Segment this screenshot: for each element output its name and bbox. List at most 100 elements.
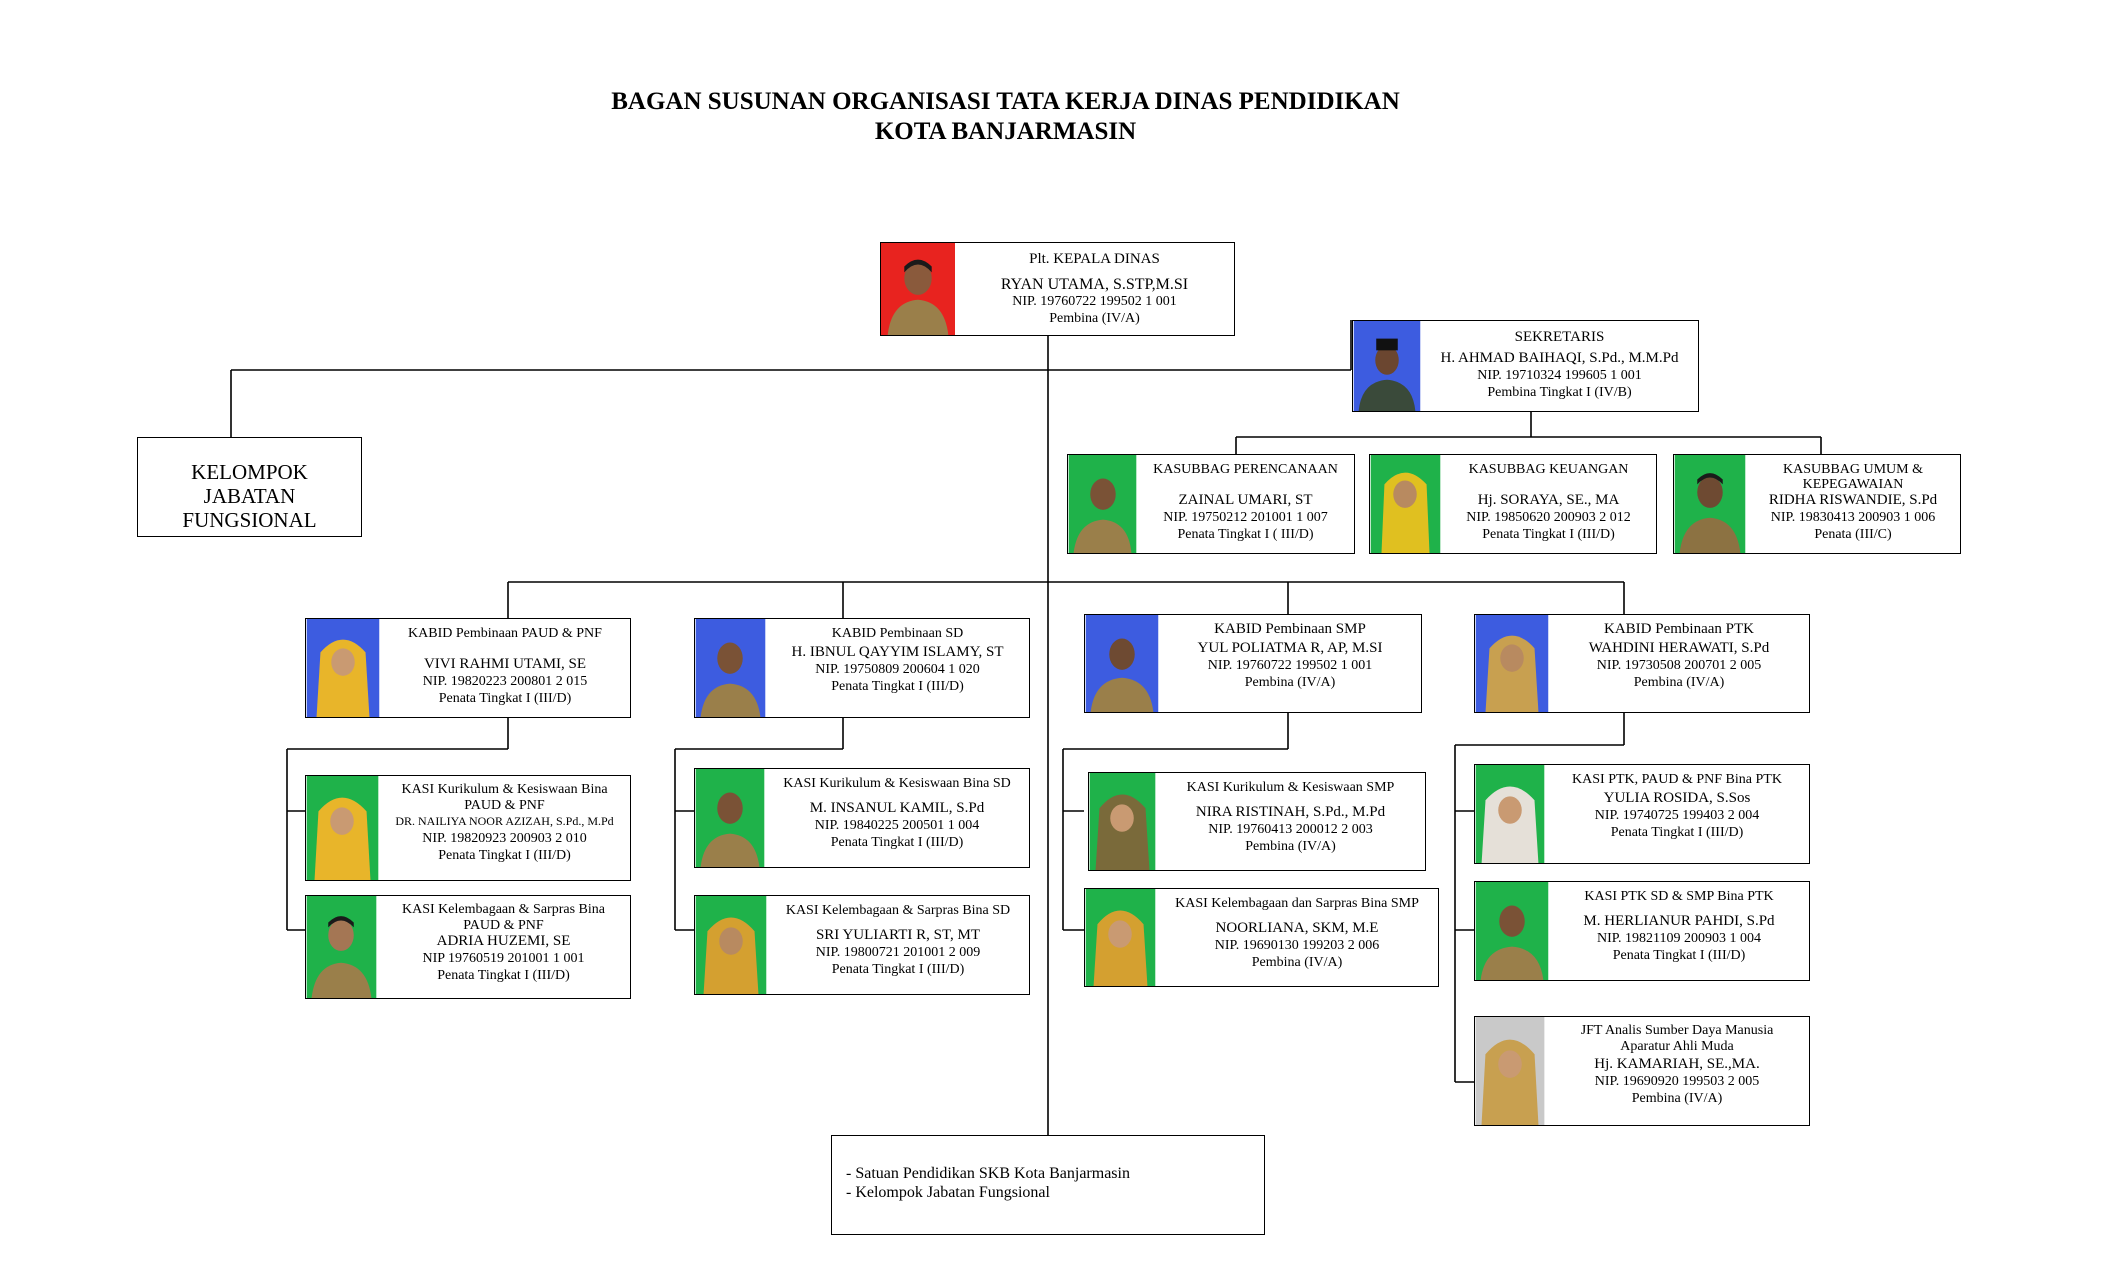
- person-name: VIVI RAHMI UTAMI, SE: [423, 656, 587, 672]
- position-title-2: PAUD & PNF: [464, 798, 545, 813]
- rank: Penata Tingkat I ( III/D): [1177, 527, 1314, 542]
- kepala-dinas-box: Plt. KEPALA DINAS RYAN UTAMA, S.STP,M.SI…: [880, 242, 1235, 336]
- person-name: SRI YULIARTI R, ST, MT: [815, 927, 981, 943]
- person-name: H. IBNUL QAYYIM ISLAMY, ST: [791, 644, 1004, 660]
- portrait-photo-icon: [1475, 1017, 1545, 1125]
- kasi-kurikulum-smp-box: KASI Kurikulum & Kesiswaan SMP NIRA RIST…: [1088, 772, 1426, 871]
- rank: Penata Tingkat I (III/D): [831, 962, 965, 977]
- position-title-2: KEPEGAWAIAN: [1802, 477, 1904, 492]
- rank: Pembina (IV/A): [1244, 675, 1336, 690]
- person-name: H. AHMAD BAIHAQI, S.Pd., M.M.Pd: [1440, 350, 1679, 366]
- portrait-photo-icon: [306, 776, 379, 880]
- portrait-photo-icon: [306, 619, 380, 717]
- portrait-photo-icon: [1475, 615, 1549, 712]
- chart-title-line2: KOTA BANJARMASIN: [874, 118, 1137, 145]
- kabid-smp-box: KABID Pembinaan SMP YUL POLIATMA R, AP, …: [1084, 614, 1422, 713]
- portrait-photo-icon: [695, 769, 765, 867]
- position-title: KASI Kurikulum & Kesiswaan Bina: [401, 782, 608, 797]
- portrait-photo-icon: [1085, 889, 1156, 986]
- kasi-kelembagaan-sd-box: KASI Kelembagaan & Sarpras Bina SD SRI Y…: [694, 895, 1030, 995]
- nip: NIP. 19760722 199502 1 001: [1207, 658, 1373, 673]
- kasi-ptk-sd-smp-box: KASI PTK SD & SMP Bina PTK M. HERLIANUR …: [1474, 881, 1810, 981]
- rank: Penata Tingkat I (III/D): [830, 835, 964, 850]
- kasubbag-perencanaan-box: KASUBBAG PERENCANAAN ZAINAL UMARI, ST NI…: [1067, 454, 1355, 554]
- sekretaris-box: SEKRETARIS H. AHMAD BAIHAQI, S.Pd., M.M.…: [1352, 320, 1699, 412]
- kasubbag-umum-kepegawaian-box: KASUBBAG UMUM & KEPEGAWAIAN RIDHA RISWAN…: [1673, 454, 1961, 554]
- person-name: RIDHA RISWANDIE, S.Pd: [1768, 492, 1938, 508]
- nip: NIP. 19840225 200501 1 004: [814, 818, 980, 833]
- rank: Pembina (IV/A): [1251, 955, 1343, 970]
- position-title: KASUBBAG UMUM &: [1782, 462, 1924, 477]
- person-name: DR. NAILIYA NOOR AZIZAH, S.Pd., M.Pd: [395, 814, 614, 828]
- position-title: Plt. KEPALA DINAS: [1029, 251, 1160, 267]
- nip: NIP. 19760722 199502 1 001: [1012, 294, 1177, 309]
- position-title-2: PAUD & PNF: [463, 918, 544, 933]
- portrait-photo-icon: [1089, 773, 1156, 870]
- position-title: KABID Pembinaan SMP: [1214, 621, 1366, 637]
- fungsional-line2: JABATAN: [203, 484, 296, 508]
- position-title: JFT Analis Sumber Daya Manusia: [1580, 1023, 1774, 1038]
- bottom-list-item: - Satuan Pendidikan SKB Kota Banjarmasin: [846, 1165, 1130, 1182]
- fungsional-line1: KELOMPOK: [191, 460, 308, 484]
- position-title: KASUBBAG KEUANGAN: [1468, 462, 1629, 477]
- portrait-photo-icon: [1353, 321, 1421, 411]
- nip: NIP. 19750212 201001 1 007: [1163, 510, 1328, 525]
- nip: NIP. 19820223 200801 2 015: [422, 674, 588, 689]
- nip: NIP. 19820923 200903 2 010: [422, 831, 587, 846]
- nip: NIP. 19710324 199605 1 001: [1477, 368, 1642, 383]
- position-title: KASI Kelembagaan dan Sarpras Bina SMP: [1175, 896, 1419, 911]
- nip: NIP. 19830413 200903 1 006: [1770, 510, 1936, 525]
- person-name: RYAN UTAMA, S.STP,M.SI: [1000, 276, 1189, 293]
- rank: Penata Tingkat I (III/D): [831, 679, 964, 694]
- portrait-photo-icon: [881, 243, 955, 335]
- rank: Penata Tingkat I (III/D): [1482, 527, 1615, 542]
- kasi-kelembagaan-smp-box: KASI Kelembagaan dan Sarpras Bina SMP NO…: [1084, 888, 1439, 987]
- rank: Pembina (IV/A): [1049, 311, 1140, 326]
- portrait-photo-icon: [1674, 455, 1746, 553]
- portrait-photo-icon: [1475, 765, 1545, 863]
- nip: NIP. 19750809 200604 1 020: [815, 662, 980, 677]
- person-name: NOORLIANA, SKM, M.E: [1215, 920, 1379, 936]
- nip: NIP. 19740725 199403 2 004: [1594, 808, 1760, 823]
- portrait-photo-icon: [1085, 615, 1159, 712]
- position-title: KABID Pembinaan PTK: [1604, 621, 1754, 637]
- nip: NIP. 19690130 199203 2 006: [1214, 938, 1380, 953]
- rank: Pembina Tingkat I (IV/B): [1487, 385, 1632, 400]
- rank: Penata (III/C): [1814, 527, 1892, 542]
- rank: Penata Tingkat I (III/D): [437, 968, 570, 983]
- jft-analis-sdm-box: JFT Analis Sumber Daya Manusia Aparatur …: [1474, 1016, 1810, 1126]
- kelompok-jabatan-fungsional-box: KELOMPOK JABATAN FUNGSIONAL: [137, 437, 362, 537]
- person-name: M. INSANUL KAMIL, S.Pd: [809, 800, 985, 816]
- person-name: M. HERLIANUR PAHDI, S.Pd: [1583, 913, 1775, 929]
- rank: Pembina (IV/A): [1631, 1091, 1723, 1106]
- position-title: KASI Kurikulum & Kesiswaan Bina SD: [783, 776, 1011, 791]
- portrait-photo-icon: [1068, 455, 1137, 553]
- portrait-photo-icon: [1475, 882, 1549, 980]
- person-name: WAHDINI HERAWATI, S.Pd: [1588, 640, 1770, 656]
- position-title: SEKRETARIS: [1514, 329, 1605, 345]
- rank: Pembina (IV/A): [1245, 839, 1336, 854]
- kabid-ptk-box: KABID Pembinaan PTK WAHDINI HERAWATI, S.…: [1474, 614, 1810, 713]
- person-name: NIRA RISTINAH, S.Pd., M.Pd: [1195, 804, 1386, 820]
- kasi-kelembagaan-paud-box: KASI Kelembagaan & Sarpras Bina PAUD & P…: [305, 895, 631, 999]
- kasi-kurikulum-paud-box: KASI Kurikulum & Kesiswaan Bina PAUD & P…: [305, 775, 631, 881]
- person-name: ADRIA HUZEMI, SE: [436, 933, 571, 949]
- nip: NIP. 19690920 199503 2 005: [1594, 1074, 1760, 1089]
- portrait-photo-icon: [695, 619, 766, 717]
- nip: NIP. 19850620 200903 2 012: [1466, 510, 1631, 525]
- rank: Penata Tingkat I (III/D): [1612, 948, 1746, 963]
- person-name: Hj. SORAYA, SE., MA: [1477, 492, 1620, 508]
- kabid-sd-box: KABID Pembinaan SD H. IBNUL QAYYIM ISLAM…: [694, 618, 1030, 718]
- portrait-photo-icon: [1370, 455, 1441, 553]
- person-name: Hj. KAMARIAH, SE.,MA.: [1594, 1056, 1760, 1072]
- portrait-photo-icon: [695, 896, 767, 994]
- position-title: KASI PTK, PAUD & PNF Bina PTK: [1572, 772, 1782, 787]
- kasi-kurikulum-sd-box: KASI Kurikulum & Kesiswaan Bina SD M. IN…: [694, 768, 1030, 868]
- position-title: KABID Pembinaan SD: [831, 626, 964, 641]
- rank: Penata Tingkat I (III/D): [438, 848, 571, 863]
- rank: Penata Tingkat I (III/D): [438, 691, 572, 706]
- position-title: KASI Kelembagaan & Sarpras Bina: [402, 902, 605, 917]
- nip: NIP. 19730508 200701 2 005: [1596, 658, 1762, 673]
- fungsional-line3: FUNGSIONAL: [182, 508, 317, 532]
